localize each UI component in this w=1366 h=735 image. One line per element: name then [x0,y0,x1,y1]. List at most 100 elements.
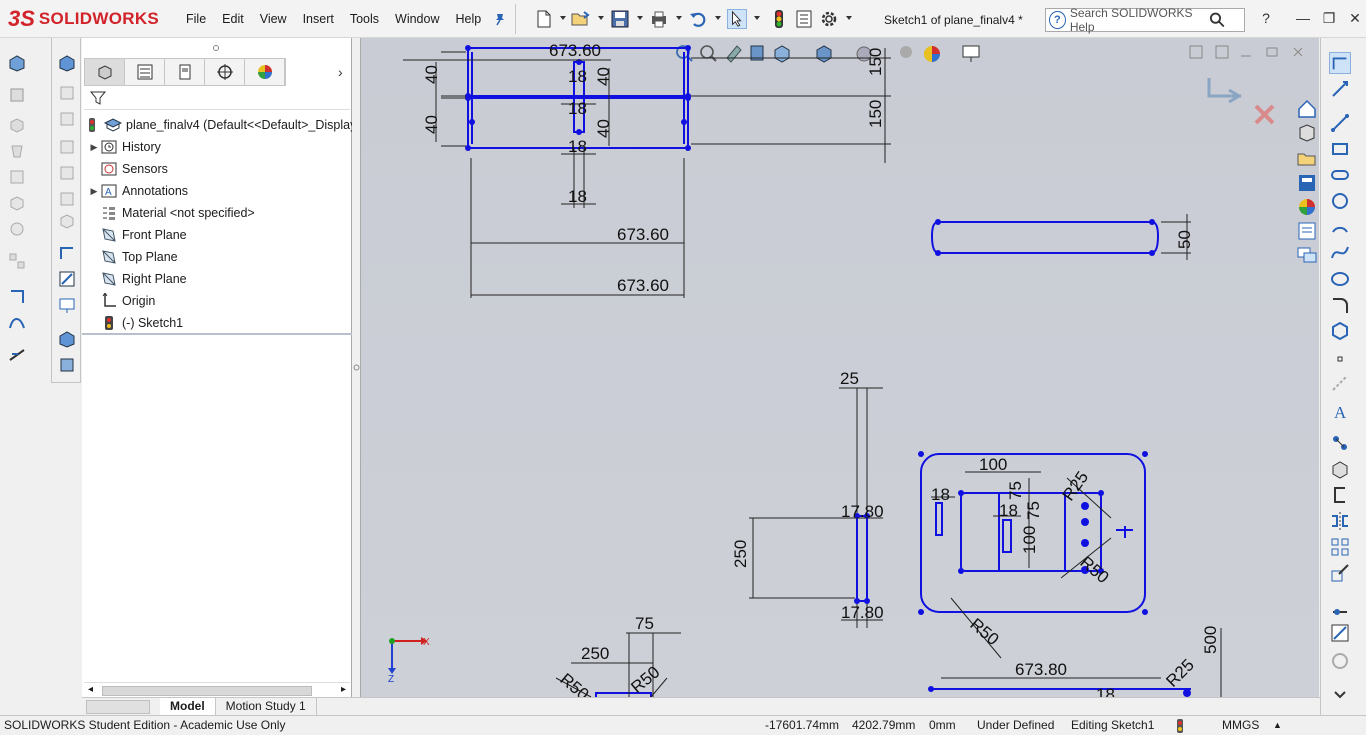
sketch-slot-right[interactable] [930,214,1191,260]
undo-icon[interactable] [688,9,708,29]
cut-extrude-icon[interactable] [8,194,26,212]
view-palette-icon[interactable] [1296,172,1318,194]
tree-item-top-plane[interactable]: Top Plane [82,246,352,268]
iso-view-icon[interactable] [58,164,76,182]
open-dropdown-arrow[interactable] [598,16,604,20]
dim-r50-plate-inner[interactable]: R50 [1076,553,1112,588]
select-dropdown-arrow[interactable] [754,16,760,20]
panel-grip-icon[interactable] [212,44,220,52]
scrollbar-thumb[interactable] [102,686,312,696]
tree-item-annotations[interactable]: ▶ A Annotations [82,180,352,202]
scroll-left-icon[interactable]: ◂ [88,684,94,695]
dim-100-top[interactable]: 100 [979,455,1007,474]
fillet-tool-icon[interactable] [1329,294,1351,316]
mirror-tool-icon[interactable] [1329,510,1351,532]
horizontal-scrollbar[interactable]: ◂ ▸ [84,682,350,698]
help-search-input[interactable]: Search SOLIDWORKS Help [1069,6,1193,34]
select-cursor-icon[interactable] [727,9,747,29]
dim-r50-plate[interactable]: R50 [966,615,1002,650]
solidworks-logo[interactable]: 3S SOLIDWORKS [8,4,159,34]
dim-40-upper[interactable]: 40 [422,65,441,84]
viewport-restore-icon[interactable] [1266,47,1278,57]
close-icon[interactable]: ✕ [1349,10,1361,26]
dim-673-80[interactable]: 673.80 [1015,660,1067,679]
dimetric-view-icon[interactable] [58,190,76,208]
rapid-sketch-icon[interactable] [1329,622,1351,644]
open-folder-icon[interactable] [570,9,590,29]
dim-250-horizontal[interactable]: 250 [581,644,609,663]
top-view-icon[interactable] [58,84,76,102]
revolve-icon[interactable] [8,86,26,104]
tab-navigation-arrows[interactable] [86,699,150,714]
dim-673-60-b[interactable]: 673.60 [617,276,669,295]
exit-sketch-tool-icon[interactable] [1329,52,1351,74]
undo-dropdown-arrow[interactable] [715,16,721,20]
dim-17-80-bottom[interactable]: 17.80 [841,603,884,622]
help-search-box[interactable]: ? Search SOLIDWORKS Help [1045,6,1245,34]
viewport-close-icon[interactable] [1293,47,1303,57]
tab-configuration-manager[interactable] [165,59,205,85]
dim-50[interactable]: 50 [1175,230,1194,249]
dim-75-a[interactable]: 75 [1006,481,1025,500]
forum-icon[interactable] [1296,244,1318,266]
minimize-icon[interactable]: — [1296,10,1310,26]
sweep-icon[interactable] [8,116,26,134]
hole-wizard-icon[interactable] [8,220,26,238]
ellipse-tool-icon[interactable] [1329,268,1351,290]
tile-left-icon[interactable] [1189,45,1203,59]
curves-icon[interactable] [8,314,26,332]
tab-feature-manager[interactable] [85,59,125,85]
tree-item-right-plane[interactable]: Right Plane [82,268,352,290]
sketch-definition-status[interactable]: Under Defined [977,718,1055,732]
tab-display-manager[interactable] [245,59,285,85]
circle-tool-icon[interactable] [1329,190,1351,212]
tab-dimxpert-manager[interactable] [205,59,245,85]
home-icon[interactable] [1296,98,1318,120]
dim-r50-right[interactable]: R50 [627,662,663,697]
pin-icon[interactable] [493,12,507,26]
linear-pattern-icon[interactable] [8,252,26,270]
dim-250-vertical[interactable]: 250 [731,540,750,568]
polygon-tool-icon[interactable] [1329,320,1351,342]
dim-r25-plate[interactable]: R25 [1059,468,1092,504]
save-dropdown-arrow[interactable] [637,16,643,20]
dim-40-inner-a[interactable]: 40 [594,67,613,86]
dim-150-a[interactable]: 150 [866,48,885,76]
dim-18-c[interactable]: 18 [568,137,587,156]
centerline-tool-icon[interactable] [1329,372,1351,394]
dim-100-vertical[interactable]: 100 [1020,526,1039,554]
menu-tools[interactable]: Tools [349,12,380,26]
reference-geometry-icon[interactable] [8,288,26,306]
new-dropdown-arrow[interactable] [560,16,566,20]
dim-75-b[interactable]: 75 [1024,501,1043,520]
dim-18-plate-inner[interactable]: 18 [999,501,1018,520]
tab-model[interactable]: Model [160,698,216,715]
new-document-icon[interactable] [534,9,554,29]
zoom-area-icon[interactable] [700,45,717,62]
previous-view-icon[interactable] [726,45,742,63]
print-dropdown-arrow[interactable] [676,16,682,20]
spline-tool-icon[interactable] [1329,242,1351,264]
menu-help[interactable]: Help [455,12,482,26]
expand-arrow-icon[interactable]: ▶ [90,185,98,196]
scroll-right-icon[interactable]: ▸ [340,684,346,695]
options-gear-icon[interactable] [819,9,839,29]
custom-properties-icon[interactable] [1296,220,1318,242]
smart-dimension-tool-icon[interactable] [1329,78,1351,100]
smart-dimension-icon[interactable] [58,270,76,288]
sketch-canvas[interactable]: 673.60 40 40 18 40 18 40 18 18 673.60 67… [361,38,1319,697]
options-dropdown-arrow[interactable] [846,16,852,20]
dim-500[interactable]: 500 [1201,626,1220,654]
splitter-grip-icon[interactable] [353,364,360,371]
right-view-icon[interactable] [58,138,76,156]
graphics-area[interactable]: 673.60 40 40 18 40 18 40 18 18 673.60 67… [361,38,1319,697]
sketch-bottom-right[interactable] [928,686,1191,697]
tree-item-sketch1[interactable]: (-) Sketch1 [82,312,352,334]
tree-item-sensors[interactable]: Sensors [82,158,352,180]
line-tool-icon[interactable] [1329,112,1351,134]
appearances-icon[interactable] [1296,196,1318,218]
view-orientation-icon[interactable] [774,45,790,63]
dim-673-60-top[interactable]: 673.60 [549,41,601,60]
display-sketch-icon[interactable] [58,296,76,314]
loft-icon[interactable] [8,142,26,160]
